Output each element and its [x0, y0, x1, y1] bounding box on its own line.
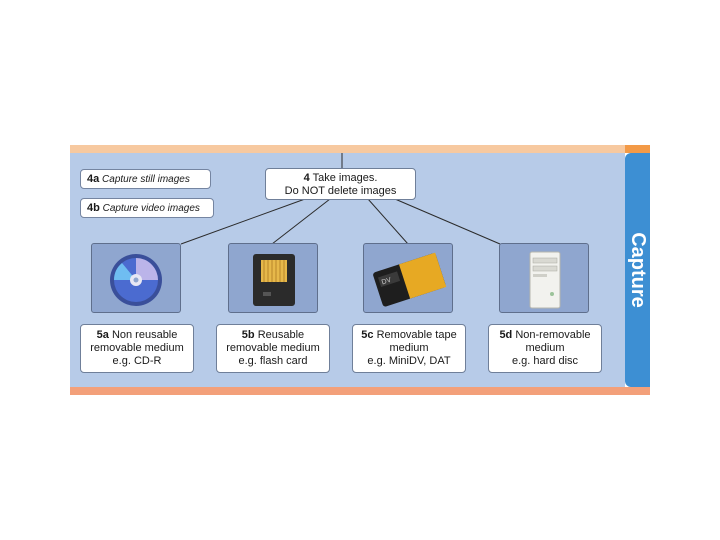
media-5d-num: 5d: [499, 329, 513, 341]
take-images-line2: Do NOT delete images: [284, 185, 397, 197]
top-band: [70, 145, 650, 153]
media-5a-line2: removable medium: [90, 342, 184, 354]
svg-text:DV: DV: [381, 277, 393, 287]
capture-still-text: Capture still images: [102, 174, 190, 185]
media-box-5b: 5b Reusable removable medium e.g. flash …: [216, 324, 330, 373]
take-images-node: 4 Take images. Do NOT delete images: [265, 168, 416, 200]
capture-video-text: Capture video images: [102, 203, 200, 214]
capture-video-tag: 4b Capture video images: [80, 198, 214, 218]
capture-still-num: 4a: [87, 173, 100, 185]
media-5c-line3: e.g. MiniDV, DAT: [367, 355, 451, 367]
take-images-num: 4: [303, 172, 310, 184]
tape-cassette-icon: DV: [373, 252, 447, 307]
capture-video-num: 4b: [87, 202, 100, 214]
top-band-accent: [625, 145, 650, 153]
tape-image: DV: [363, 243, 453, 313]
media-5d-line1: Non-removable: [515, 329, 591, 341]
media-5b-line2: removable medium: [226, 342, 320, 354]
bottom-band: [70, 387, 650, 395]
cd-image: [91, 243, 181, 313]
media-5b-num: 5b: [241, 329, 255, 341]
capture-tab: [625, 153, 650, 387]
media-5d-line2: medium: [525, 342, 565, 354]
computer-image: [499, 243, 589, 313]
media-5a-line1: Non reusable: [111, 329, 178, 341]
media-5c-line2: medium: [389, 342, 429, 354]
media-5a-num: 5a: [96, 329, 109, 341]
flash-card-icon: [253, 254, 295, 306]
media-box-5d: 5d Non-removable medium e.g. hard disc: [488, 324, 602, 373]
computer-tower-icon: [529, 251, 561, 309]
media-5b-line3: e.g. flash card: [238, 355, 308, 367]
media-5a-line3: e.g. CD-R: [112, 355, 162, 367]
media-5d-line3: e.g. hard disc: [511, 355, 579, 367]
flash-card-image: [228, 243, 318, 313]
media-5c-line1: Removable tape: [376, 329, 457, 341]
media-box-5c: 5c Removable tape medium e.g. MiniDV, DA…: [352, 324, 466, 373]
cd-disc-icon: [110, 254, 162, 306]
media-5b-line1: Reusable: [257, 329, 305, 341]
take-images-line1: Take images.: [312, 172, 378, 184]
media-box-5a: 5a Non reusable removable medium e.g. CD…: [80, 324, 194, 373]
media-5c-num: 5c: [361, 329, 374, 341]
capture-still-tag: 4a Capture still images: [80, 169, 211, 189]
